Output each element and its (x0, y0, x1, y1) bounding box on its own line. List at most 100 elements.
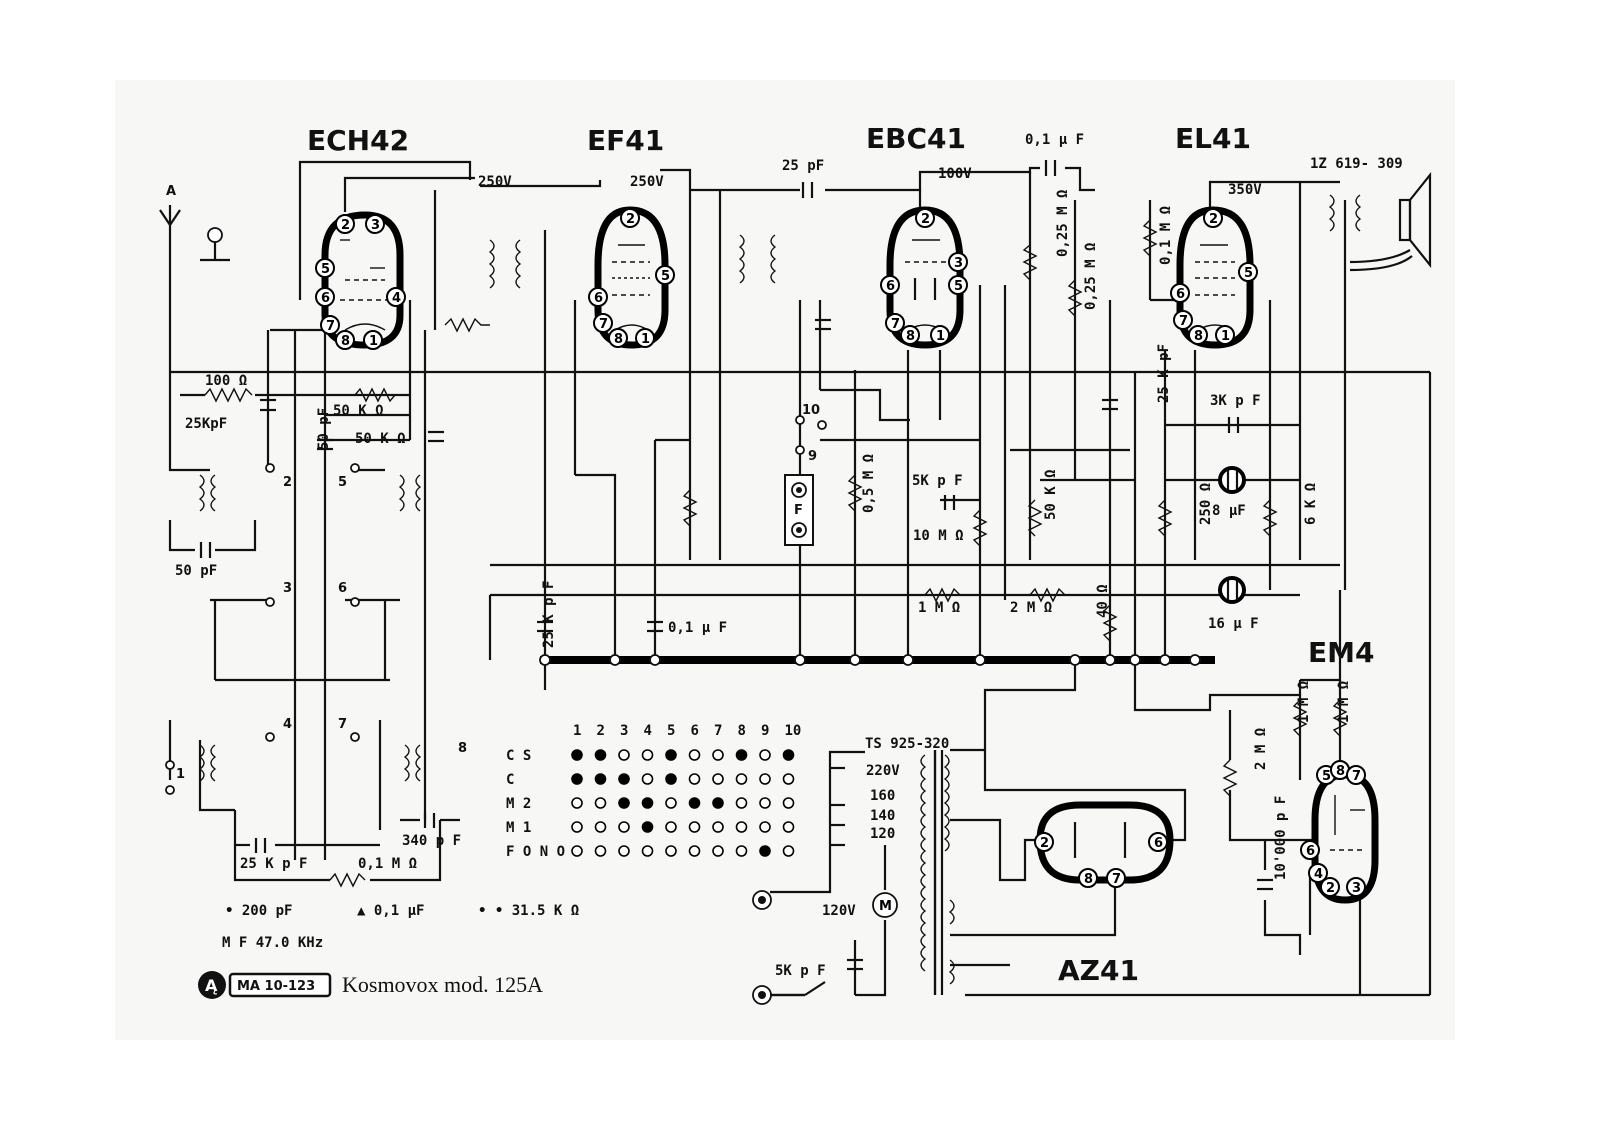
svg-text:3: 3 (283, 581, 292, 596)
switch-contact-open (735, 821, 748, 833)
voltage-100v: 100V (938, 166, 972, 182)
switch-contact-closed (594, 773, 607, 785)
svg-text:25 pF: 25 pF (782, 158, 824, 174)
switch-column-header: 2 (597, 723, 605, 739)
caption: Ą MA 10-123 Kosmovox mod. 125A (198, 971, 543, 999)
svg-text:0,1 M Ω: 0,1 M Ω (358, 856, 417, 872)
svg-text:6: 6 (886, 279, 895, 294)
svg-text:2: 2 (921, 212, 930, 227)
svg-text:1 M Ω: 1 M Ω (1336, 681, 1352, 723)
svg-text:50 K Ω: 50 K Ω (355, 431, 406, 447)
legend-double-dot: • • 31.5 K Ω (478, 903, 579, 919)
switch-contact-closed (759, 845, 771, 857)
switch-contact-open (618, 845, 630, 857)
switch-contact-open (571, 797, 583, 809)
svg-text:7: 7 (1352, 769, 1361, 784)
svg-text:7: 7 (338, 717, 347, 732)
switch-contact-open (618, 749, 630, 761)
switch-contact-open (594, 821, 607, 833)
switch-contact-open (665, 821, 677, 833)
switch-row-label: M 2 (506, 796, 531, 812)
tube-label-em4: EM4 (1308, 636, 1374, 669)
switch-column-header: 3 (620, 723, 628, 739)
svg-text:6: 6 (1154, 836, 1163, 851)
resistors (204, 219, 1348, 888)
switch-contact-open (735, 845, 748, 857)
switch-contact-open (688, 773, 701, 785)
switch-row-label: C S (506, 748, 531, 764)
svg-text:0,1 M Ω: 0,1 M Ω (1158, 206, 1174, 265)
svg-text:5K p F: 5K p F (912, 473, 963, 489)
switch-contact-open (735, 797, 748, 809)
svg-text:8: 8 (1336, 764, 1345, 779)
tube-label-ech42: ECH42 (307, 124, 409, 157)
svg-text:7: 7 (326, 319, 335, 334)
switch-row-label: M 1 (506, 820, 531, 836)
switch-contact-open (641, 773, 654, 785)
switch-contact-open (641, 749, 654, 761)
svg-text:25KpF: 25KpF (185, 416, 227, 432)
band-switch-contacts: 2 5 3 6 4 7 1 8 9 10 (165, 403, 827, 795)
svg-text:1: 1 (369, 334, 378, 349)
switch-contact-open (641, 845, 654, 857)
svg-text:1: 1 (936, 329, 945, 344)
output-transformer-label: 1Z 619- 309 (1310, 156, 1403, 172)
svg-text:5: 5 (321, 262, 330, 277)
switch-contact-open (735, 773, 748, 785)
tube-label-ebc41: EBC41 (866, 122, 966, 155)
svg-text:8: 8 (614, 332, 623, 347)
switch-contact-open (688, 845, 701, 857)
switch-contact-open (665, 845, 677, 857)
svg-text:7: 7 (891, 317, 900, 332)
svg-text:3: 3 (371, 218, 380, 233)
switch-contact-open (618, 821, 630, 833)
svg-text:2: 2 (1209, 212, 1218, 227)
tube-az41 (1036, 801, 1174, 884)
svg-text:5: 5 (954, 279, 963, 294)
svg-text:5: 5 (661, 269, 670, 284)
svg-text:2 M Ω: 2 M Ω (1253, 728, 1269, 770)
switch-contact-open (712, 845, 724, 857)
switch-row-label: F O N O (506, 844, 565, 860)
switch-column-header: 5 (667, 723, 675, 739)
svg-text:Ą: Ą (205, 976, 218, 995)
switch-contact-open (759, 797, 771, 809)
switch-contact-closed (571, 773, 583, 785)
svg-text:3: 3 (1352, 881, 1361, 896)
svg-text:120V: 120V (822, 903, 856, 919)
mains-labels: TS 925-320 220V 160 140 120 120V M (752, 736, 949, 1005)
pickup-jack: F (784, 474, 814, 546)
switch-column-header: 7 (714, 723, 722, 739)
legend-if-frequency: M F 47.0 KHz (222, 935, 323, 951)
svg-text:120: 120 (870, 826, 895, 842)
svg-text:25 K p F: 25 K p F (541, 581, 557, 648)
switch-contact-open (571, 845, 583, 857)
switch-contact-open (759, 773, 771, 785)
svg-text:2: 2 (1326, 881, 1335, 896)
component-labels: 100 Ω 25KpF 50 K Ω 50 K Ω 50 pF 50 pF 25… (175, 132, 1352, 979)
svg-text:1 M Ω: 1 M Ω (1296, 681, 1312, 723)
switch-contact-open (712, 749, 724, 761)
svg-text:7: 7 (1112, 872, 1121, 887)
antenna-icon: A (159, 184, 230, 262)
svg-text:5: 5 (1322, 769, 1331, 784)
voltage-350v: 350V (1228, 182, 1262, 198)
svg-text:6: 6 (338, 581, 347, 596)
svg-text:0,1 μ F: 0,1 μ F (1025, 132, 1084, 148)
svg-text:9: 9 (808, 449, 817, 464)
voltage-250v-b: 250V (630, 174, 664, 190)
svg-text:7: 7 (1179, 314, 1188, 329)
switch-contact-open (571, 821, 583, 833)
switch-contact-open (594, 845, 607, 857)
coils (198, 194, 1362, 995)
legend: • 200 pF ▲ 0,1 μF • • 31.5 K Ω M F 47.0 … (222, 903, 579, 951)
svg-text:F: F (794, 503, 803, 518)
svg-text:8: 8 (341, 334, 350, 349)
switch-contact-closed (618, 773, 630, 785)
svg-text:8: 8 (1194, 329, 1203, 344)
tube-label-el41: EL41 (1175, 122, 1251, 155)
switch-contact-closed (641, 821, 654, 833)
svg-text:0,1 μ F: 0,1 μ F (668, 620, 727, 636)
svg-text:6: 6 (1176, 287, 1185, 302)
